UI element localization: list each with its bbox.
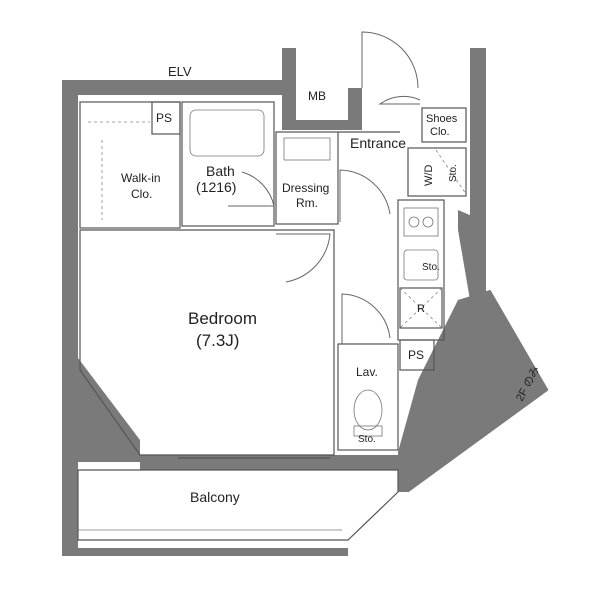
wall-mb-right <box>348 88 362 130</box>
sto-label-3: Sto. <box>358 434 376 445</box>
shoes-closet-outline <box>421 107 467 143</box>
ps-right-label: PS <box>408 348 424 362</box>
shoes-door <box>378 95 421 105</box>
wall-right-mid <box>458 210 486 300</box>
wall-mb-bottom <box>282 120 362 130</box>
room-lines <box>77 101 549 541</box>
walkin-label-2: Clo. <box>131 187 152 201</box>
elv-label: ELV <box>168 64 192 79</box>
toilet <box>353 389 383 431</box>
lav-door <box>341 293 391 344</box>
walkin-closet-outline <box>79 101 181 229</box>
wall-diagonal <box>398 290 548 492</box>
wall-left <box>62 80 78 548</box>
bedroom-label-2: (7.3J) <box>196 331 239 350</box>
bath-label-2: (1216) <box>196 179 236 195</box>
dressing-label-1: Dressing <box>282 181 329 195</box>
fridge-diag-1 <box>399 287 443 329</box>
wall-bottom <box>140 455 408 470</box>
entrance-door <box>361 31 419 89</box>
labels: ELV MB PS Shoes Clo. Entrance Walk-in Cl… <box>121 64 542 505</box>
bath-outline <box>181 101 275 227</box>
mb-label: MB <box>308 89 326 103</box>
bedroom-outline <box>79 229 335 456</box>
balcony-label: Balcony <box>190 489 240 505</box>
wall-balcony-bottom <box>62 548 348 556</box>
walls <box>62 48 548 556</box>
r-label: R <box>417 303 425 315</box>
ps-top-label: PS <box>156 111 172 125</box>
bedroom-door <box>276 233 331 283</box>
sink <box>403 249 439 281</box>
dressing-door <box>339 169 391 222</box>
dressing-washbasin <box>283 137 331 161</box>
entrance-label: Entrance <box>350 135 406 151</box>
wall-top <box>62 80 282 98</box>
wd-outline <box>407 147 467 197</box>
dressing-label-2: Rm. <box>296 196 318 210</box>
burner-2 <box>422 216 434 228</box>
bath-door <box>228 171 275 207</box>
fridge-diag-2 <box>399 287 443 329</box>
floor-boundary <box>489 289 549 391</box>
bathtub <box>189 109 265 157</box>
wd-label: W/D <box>423 165 435 186</box>
walkin-label-1: Walk-in <box>121 171 161 185</box>
doors <box>228 31 421 344</box>
bath-label-1: Bath <box>206 163 235 179</box>
sto-label-2: Sto. <box>422 262 440 273</box>
wall-right-top <box>470 48 486 222</box>
lav-outline <box>337 343 399 451</box>
toilet-tank <box>353 425 383 437</box>
fridge-outline <box>399 287 443 329</box>
balcony-outline <box>77 469 399 541</box>
bedroom-label-1: Bedroom <box>188 309 257 328</box>
wall-mb <box>282 48 296 130</box>
shoes-label-1: Shoes <box>426 113 458 125</box>
ps-right-outline <box>399 339 435 371</box>
dressing-outline <box>275 131 339 225</box>
ps-top-outline <box>151 101 181 135</box>
floor-boundary-outer <box>407 389 549 493</box>
sto-label-1: Sto. <box>448 164 459 182</box>
wd-diagonal <box>435 149 467 195</box>
lav-label: Lav. <box>356 365 378 379</box>
wall-left-bedroom <box>78 358 140 462</box>
burner-1 <box>408 216 420 228</box>
stove <box>403 207 439 237</box>
shoes-label-2: Clo. <box>430 126 450 138</box>
